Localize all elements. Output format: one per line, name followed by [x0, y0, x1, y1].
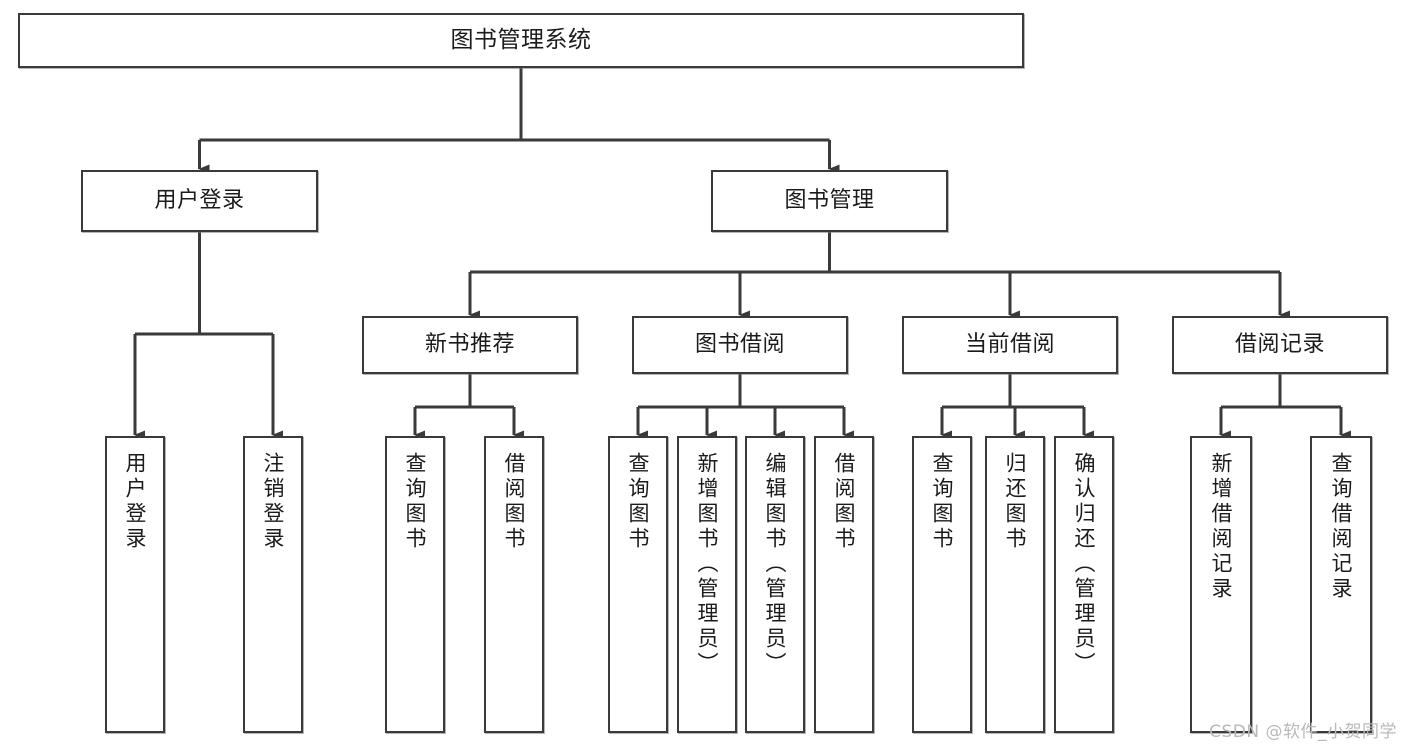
node-label: 确认归还（管理员） [1072, 452, 1097, 677]
node-label: 借阅记录 [1234, 332, 1325, 358]
node-l4_6[interactable]: 编辑图书（管理员） [745, 436, 805, 733]
node-l4_4[interactable]: 查询图书 [608, 436, 668, 733]
node-l4_3[interactable]: 借阅图书 [484, 436, 544, 733]
node-l4_7[interactable]: 借阅图书 [814, 436, 874, 733]
node-label: 图书管理系统 [450, 26, 592, 53]
node-l4_2[interactable]: 查询图书 [385, 436, 445, 733]
edge-group [133, 68, 1351, 440]
node-label: 用户登录 [123, 452, 148, 552]
node-root[interactable]: 图书管理系统 [18, 13, 1024, 68]
node-label: 查询图书 [403, 452, 428, 552]
node-label: 归还图书 [1003, 452, 1028, 552]
node-label: 查询图书 [930, 452, 955, 552]
node-label: 借阅图书 [832, 452, 857, 552]
node-l4_1[interactable]: 注销登录 [243, 436, 303, 733]
node-l4_10[interactable]: 确认归还（管理员） [1054, 436, 1114, 733]
node-label: 借阅图书 [502, 452, 527, 552]
node-label: 查询图书 [626, 452, 651, 552]
node-label: 图书借阅 [694, 332, 785, 358]
node-l4_5[interactable]: 新增图书（管理员） [677, 436, 737, 733]
node-label: 新书推荐 [424, 332, 515, 358]
node-l3_2[interactable]: 当前借阅 [902, 316, 1118, 374]
node-label: 编辑图书（管理员） [763, 452, 788, 677]
node-label: 新增借阅记录 [1209, 452, 1234, 602]
node-l4_0[interactable]: 用户登录 [105, 436, 165, 733]
node-l3_1[interactable]: 图书借阅 [632, 316, 848, 374]
node-l4_8[interactable]: 查询图书 [912, 436, 972, 733]
node-l4_12[interactable]: 查询借阅记录 [1310, 436, 1372, 733]
node-label: 查询借阅记录 [1329, 452, 1354, 602]
node-l2_1[interactable]: 图书管理 [711, 170, 948, 232]
node-label: 图书管理 [784, 188, 875, 214]
node-l4_9[interactable]: 归还图书 [985, 436, 1045, 733]
node-label: 用户登录 [154, 188, 245, 214]
node-label: 当前借阅 [964, 332, 1055, 358]
node-l3_0[interactable]: 新书推荐 [362, 316, 578, 374]
node-l4_11[interactable]: 新增借阅记录 [1190, 436, 1252, 733]
node-l2_0[interactable]: 用户登录 [81, 170, 318, 232]
node-label: 新增图书（管理员） [695, 452, 720, 677]
node-label: 注销登录 [261, 452, 286, 552]
node-l3_3[interactable]: 借阅记录 [1172, 316, 1388, 374]
